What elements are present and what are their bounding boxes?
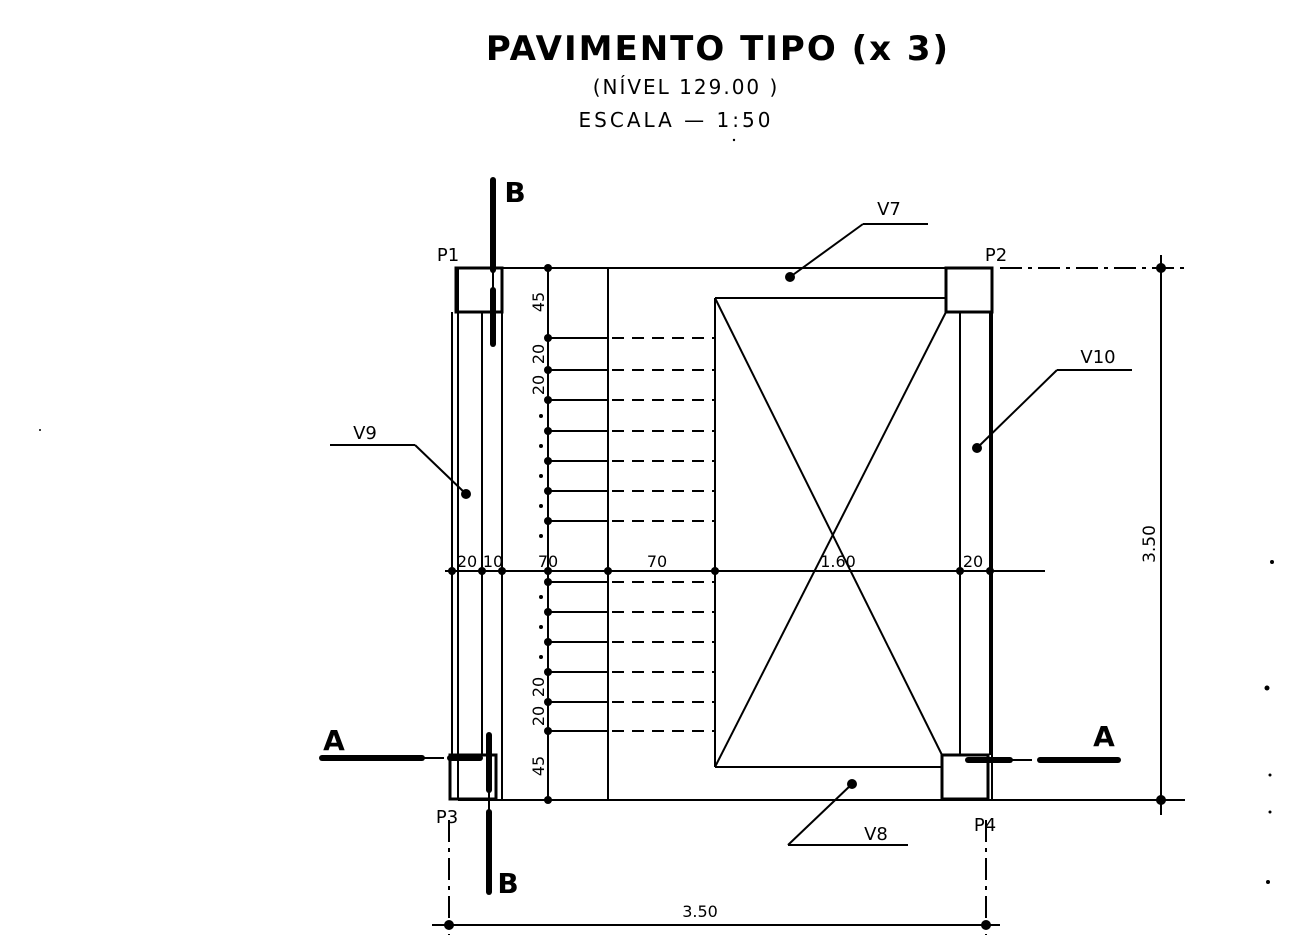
pillar-p1-label: P1 — [437, 245, 459, 266]
dim-chain-20-left: 20 — [457, 552, 477, 571]
beam-v9-leader — [330, 444, 471, 499]
dim-tread-20-c: 20 — [529, 677, 548, 697]
dim-chain-20-right: 20 — [963, 552, 983, 571]
beam-v7-leader — [785, 223, 928, 282]
dim-height-350: 3.50 — [1140, 525, 1160, 563]
scale-label: ESCALA — 1:50 — [579, 108, 774, 132]
stair-treads-hidden — [612, 337, 715, 732]
dim-stair-top-45: 45 — [529, 292, 548, 312]
dim-chain-10: 10 — [483, 552, 503, 571]
section-a-right-label: A — [1093, 720, 1115, 753]
pillar-p3-label: P3 — [436, 807, 458, 828]
stair-dimension-line — [539, 264, 552, 804]
beam-v10 — [959, 312, 991, 755]
section-a-left-label: A — [323, 724, 345, 757]
dim-chain-70-a: 70 — [538, 552, 558, 571]
dim-tread-20-b: 20 — [529, 375, 548, 395]
beam-v8-label: V8 — [864, 824, 888, 845]
beam-v7-label: V7 — [877, 199, 901, 220]
beam-v8-leader — [787, 779, 908, 846]
section-cut-b — [486, 177, 496, 895]
dim-chain-70-b: 70 — [647, 552, 667, 571]
beam-v9-label: V9 — [353, 423, 377, 444]
drawing-title: PAVIMENTO TIPO (x 3) — [486, 29, 950, 69]
dim-tread-20-a: 20 — [529, 344, 548, 364]
pillar-p2 — [944, 266, 994, 314]
dim-stair-bottom-45: 45 — [529, 756, 548, 776]
stairwell-opening — [714, 297, 947, 768]
beam-v10-leader — [972, 369, 1132, 453]
overall-width-dimension — [432, 820, 1000, 935]
section-cut-a — [319, 755, 1121, 763]
pillar-p2-label: P2 — [985, 245, 1007, 266]
pillar-p4 — [940, 753, 990, 801]
dim-chain-160: 1.60 — [820, 552, 856, 571]
beam-v10-label: V10 — [1080, 347, 1115, 368]
pillar-p1 — [454, 266, 504, 314]
overall-height-dimension — [992, 255, 1185, 815]
dim-width-350: 3.50 — [682, 902, 718, 921]
section-b-top-label: B — [504, 176, 525, 209]
horizontal-dimension-chain — [445, 567, 1045, 575]
dim-tread-20-d: 20 — [529, 706, 548, 726]
level-label: (NÍVEL 129.00 ) — [593, 75, 780, 99]
section-b-bottom-label: B — [497, 867, 518, 900]
pillar-p4-label: P4 — [974, 815, 996, 836]
beam-v9 — [451, 268, 503, 800]
stair-treads — [548, 337, 608, 732]
scan-specks — [39, 138, 1274, 884]
